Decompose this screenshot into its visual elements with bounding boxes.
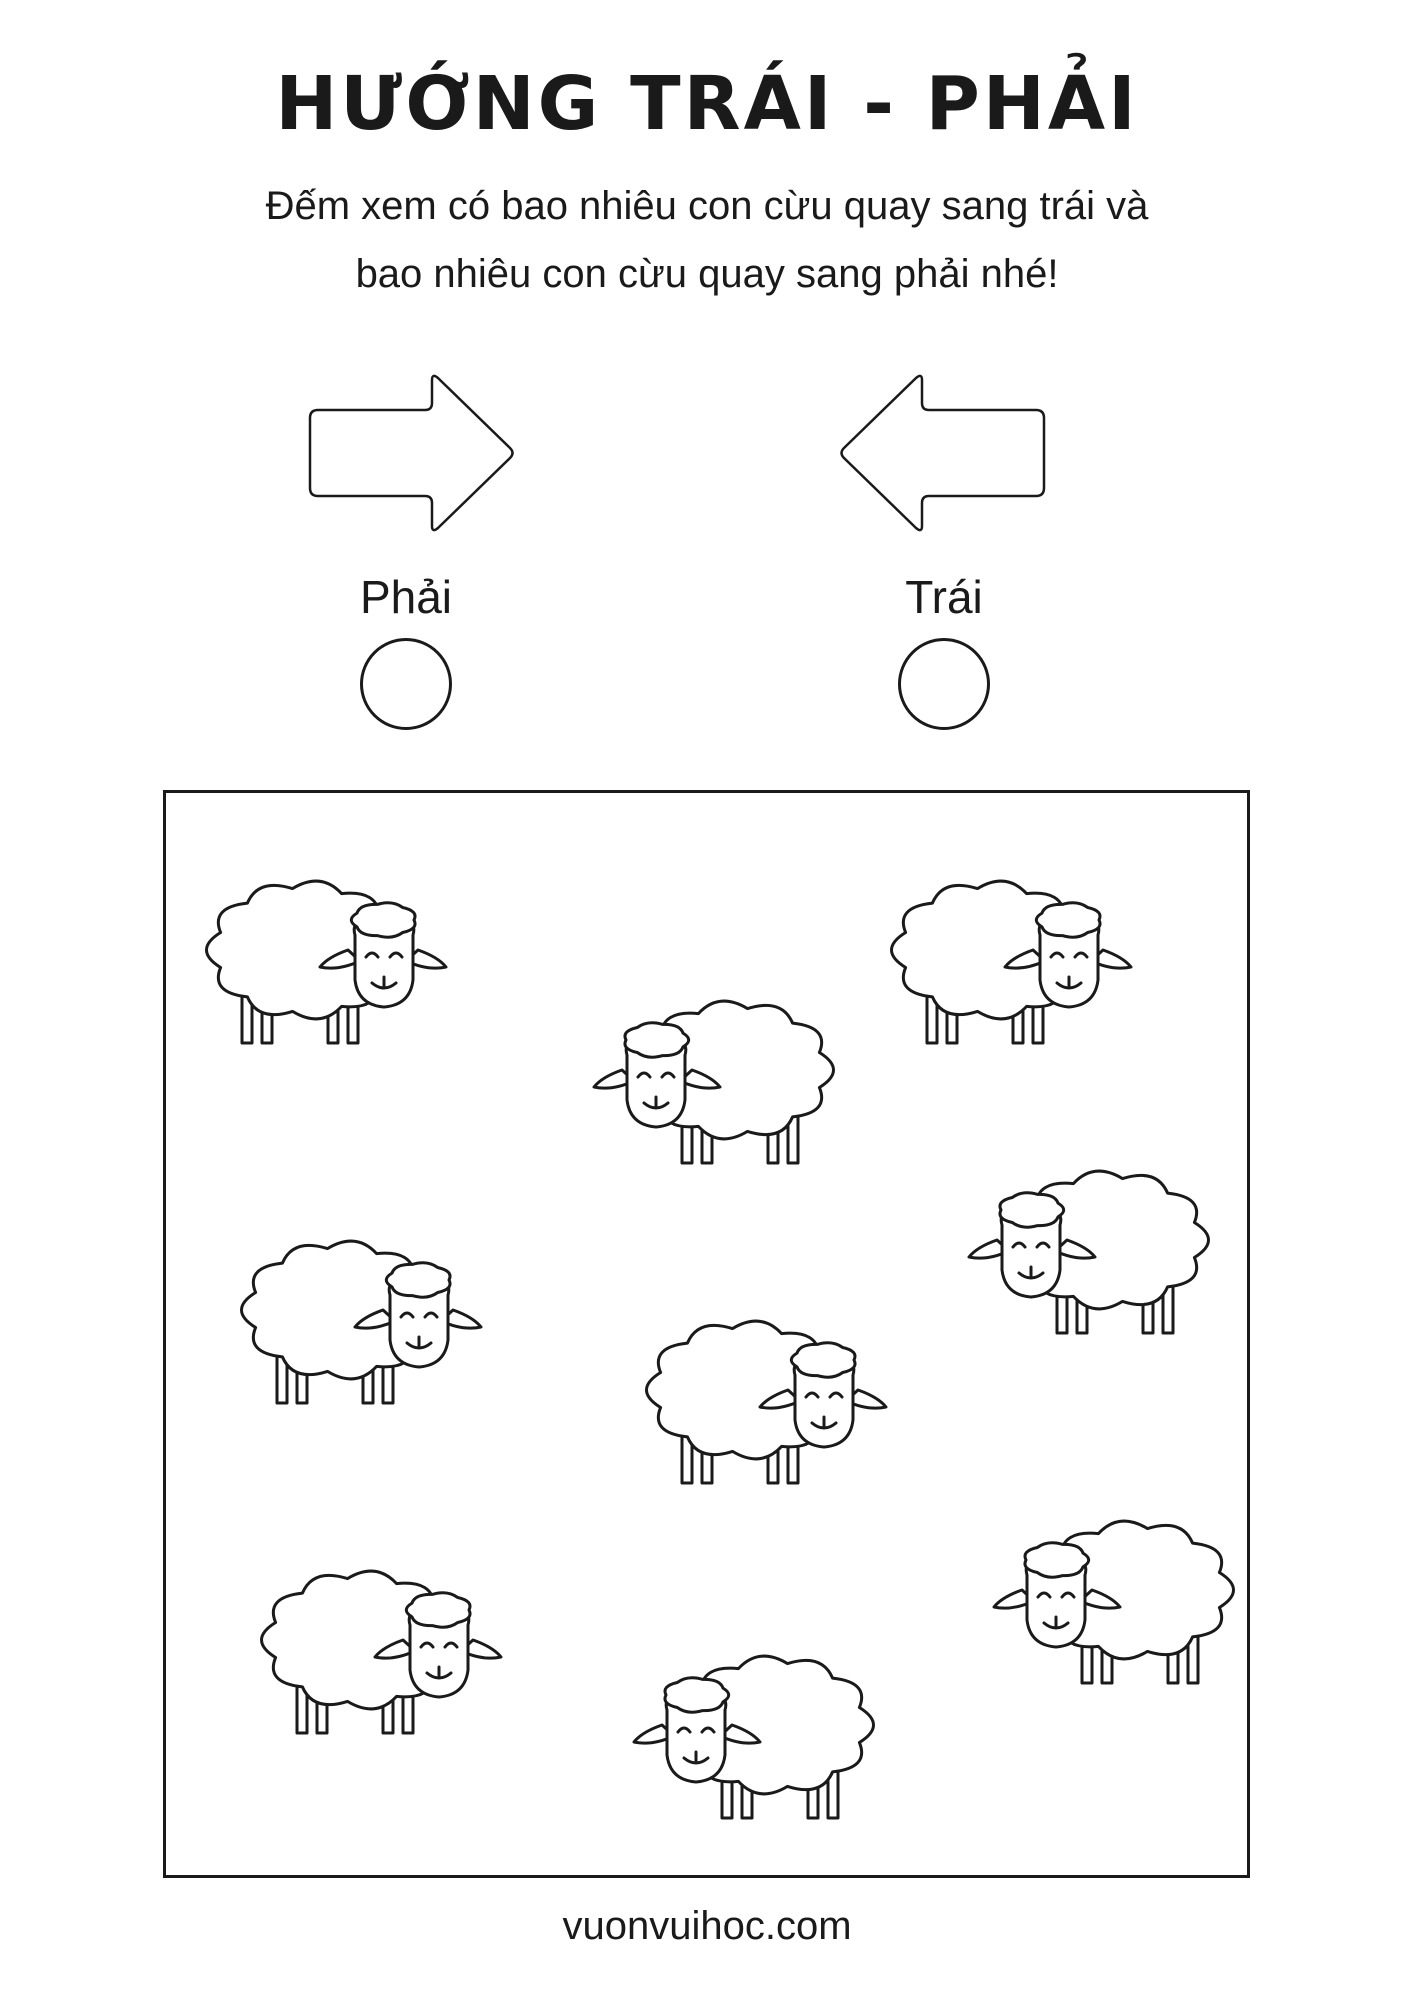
arrow-right-icon [308, 374, 514, 532]
answer-circle-right[interactable] [360, 638, 452, 730]
instruction-line-1: Đếm xem có bao nhiêu con cừu quay sang t… [265, 184, 1149, 228]
instructions: Đếm xem có bao nhiêu con cừu quay sang t… [0, 172, 1414, 308]
direction-arrows [308, 374, 1046, 532]
page-title: HƯỚNG TRÁI - PHẢI [275, 61, 1139, 147]
arrow-left-icon [840, 374, 1046, 532]
label-left: Trái [905, 571, 983, 623]
instruction-line-2: bao nhiêu con cừu quay sang phải nhé! [355, 252, 1059, 296]
answer-circle-left[interactable] [898, 638, 990, 730]
label-right: Phải [359, 571, 453, 623]
sheep-frame [163, 790, 1250, 1878]
footer-site: vuonvuihoc.com [562, 1904, 852, 1948]
